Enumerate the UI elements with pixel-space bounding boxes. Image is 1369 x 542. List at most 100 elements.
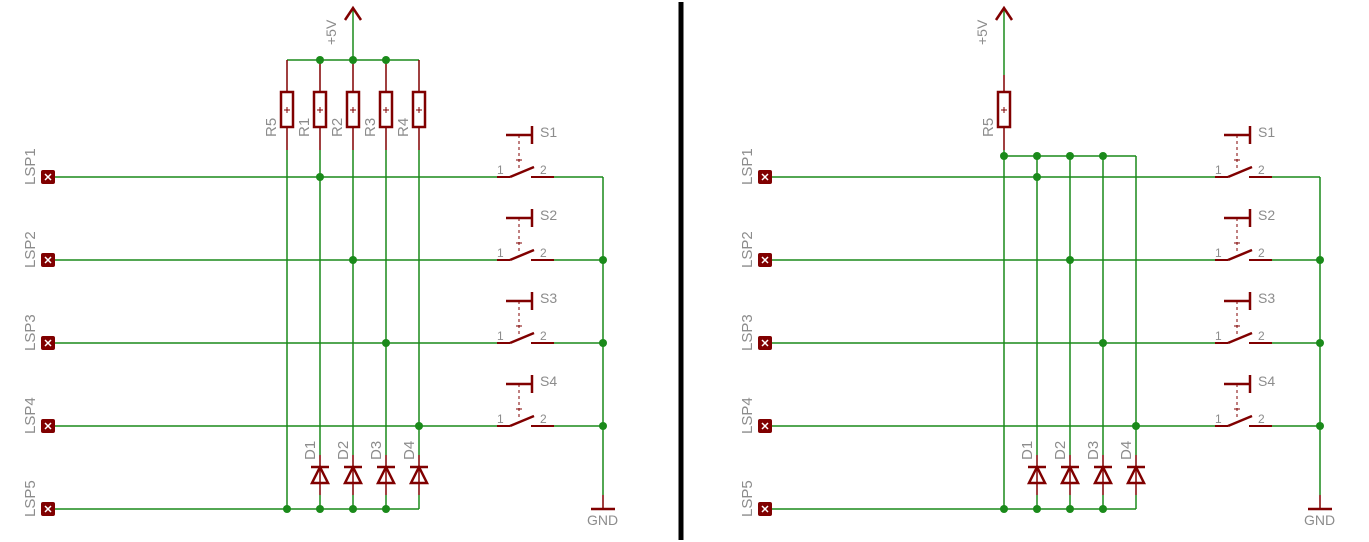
junction-dot [316,173,324,181]
connector-label: LSP2 [22,231,39,268]
junction-dot [1000,505,1008,513]
switch-pin-2-label: 2 [1258,246,1265,260]
junction-dot [382,56,390,64]
connector-x [44,339,52,347]
switch-lever [509,331,535,345]
switch-pin-2-label: 2 [540,412,547,426]
switch-pin-2-label: 2 [540,329,547,343]
junction-dot [349,256,357,264]
connector-label: LSP3 [22,314,39,351]
connector-x [761,339,769,347]
resistor-label: R2 [329,118,346,137]
diode-label: D2 [1052,441,1069,460]
junction-dot [1000,152,1008,160]
resistor-label: R3 [362,118,379,137]
diode-icon [408,464,430,485]
switch-pin-1-label: 1 [497,246,504,260]
switch-pin-2-label: 2 [540,246,547,260]
junction-dot [382,339,390,347]
switch-lever [509,248,535,262]
switch-lever [509,414,535,428]
switch-pin-1-label: 1 [497,329,504,343]
power-label: +5V [323,19,339,45]
switch-lever [1227,331,1253,345]
diode-label: D3 [1085,441,1102,460]
power-arrow-icon [343,5,363,21]
diode-icon [1059,464,1081,485]
connector-x [44,173,52,181]
diode-label: D2 [335,441,352,460]
diode-icon [375,464,397,485]
diode-label: D1 [1019,441,1036,460]
diode-label: D1 [302,441,319,460]
connector-label: LSP1 [22,148,39,185]
power-label: +5V [974,19,990,45]
connector-label: LSP3 [739,314,756,351]
resistor-label: R4 [395,118,412,137]
switch-label: S2 [540,207,557,223]
junction-dot [1099,339,1107,347]
switch-pin-2-label: 2 [1258,412,1265,426]
power-arrow-icon [994,5,1014,21]
junction-dot [1066,256,1074,264]
diode-label: D3 [368,441,385,460]
junction-dot [316,56,324,64]
resistor-body [279,90,295,129]
connector-x [761,256,769,264]
connector-x [761,422,769,430]
diode-label: D4 [401,441,418,460]
junction-dot [1132,422,1140,430]
junction-dot [1033,173,1041,181]
resistor-body [996,90,1012,129]
resistor-body [378,90,394,129]
resistor-label: R5 [263,118,280,137]
switch-pin-1-label: 1 [1215,329,1222,343]
junction-dot [349,56,357,64]
switch-lever [509,165,535,179]
junction-dot [1066,505,1074,513]
switch-pin-1-label: 1 [497,412,504,426]
resistor-body [345,90,361,129]
connector-x [761,173,769,181]
connector-x [44,256,52,264]
junction-dot [382,505,390,513]
junction-dot [283,505,291,513]
resistor-body [312,90,328,129]
diode-icon [309,464,331,485]
resistor-label: R1 [296,118,313,137]
connector-label: LSP4 [739,397,756,434]
switch-lever [1227,414,1253,428]
connector-label: LSP5 [739,480,756,517]
switch-label: S2 [1258,207,1275,223]
diode-icon [342,464,364,485]
diode-icon [1125,464,1147,485]
switch-label: S4 [540,373,557,389]
connector-x [761,505,769,513]
switch-label: S1 [540,124,557,140]
ground-label: GND [587,512,618,528]
switch-lever [1227,248,1253,262]
switch-label: S1 [1258,124,1275,140]
diode-label: D4 [1118,441,1135,460]
resistor-label: R5 [980,118,997,137]
switch-lever [1227,165,1253,179]
switch-pin-2-label: 2 [540,163,547,177]
connector-label: LSP2 [739,231,756,268]
switch-pin-1-label: 1 [497,163,504,177]
diode-icon [1026,464,1048,485]
diode-icon [1092,464,1114,485]
junction-dot [415,422,423,430]
switch-pin-2-label: 2 [1258,163,1265,177]
connector-label: LSP1 [739,148,756,185]
switch-label: S4 [1258,373,1275,389]
switch-pin-1-label: 1 [1215,412,1222,426]
switch-pin-1-label: 1 [1215,246,1222,260]
connector-x [44,505,52,513]
switch-pin-1-label: 1 [1215,163,1222,177]
junction-dot [349,505,357,513]
ground-label: GND [1304,512,1335,528]
junction-dot [316,505,324,513]
switch-pin-2-label: 2 [1258,329,1265,343]
